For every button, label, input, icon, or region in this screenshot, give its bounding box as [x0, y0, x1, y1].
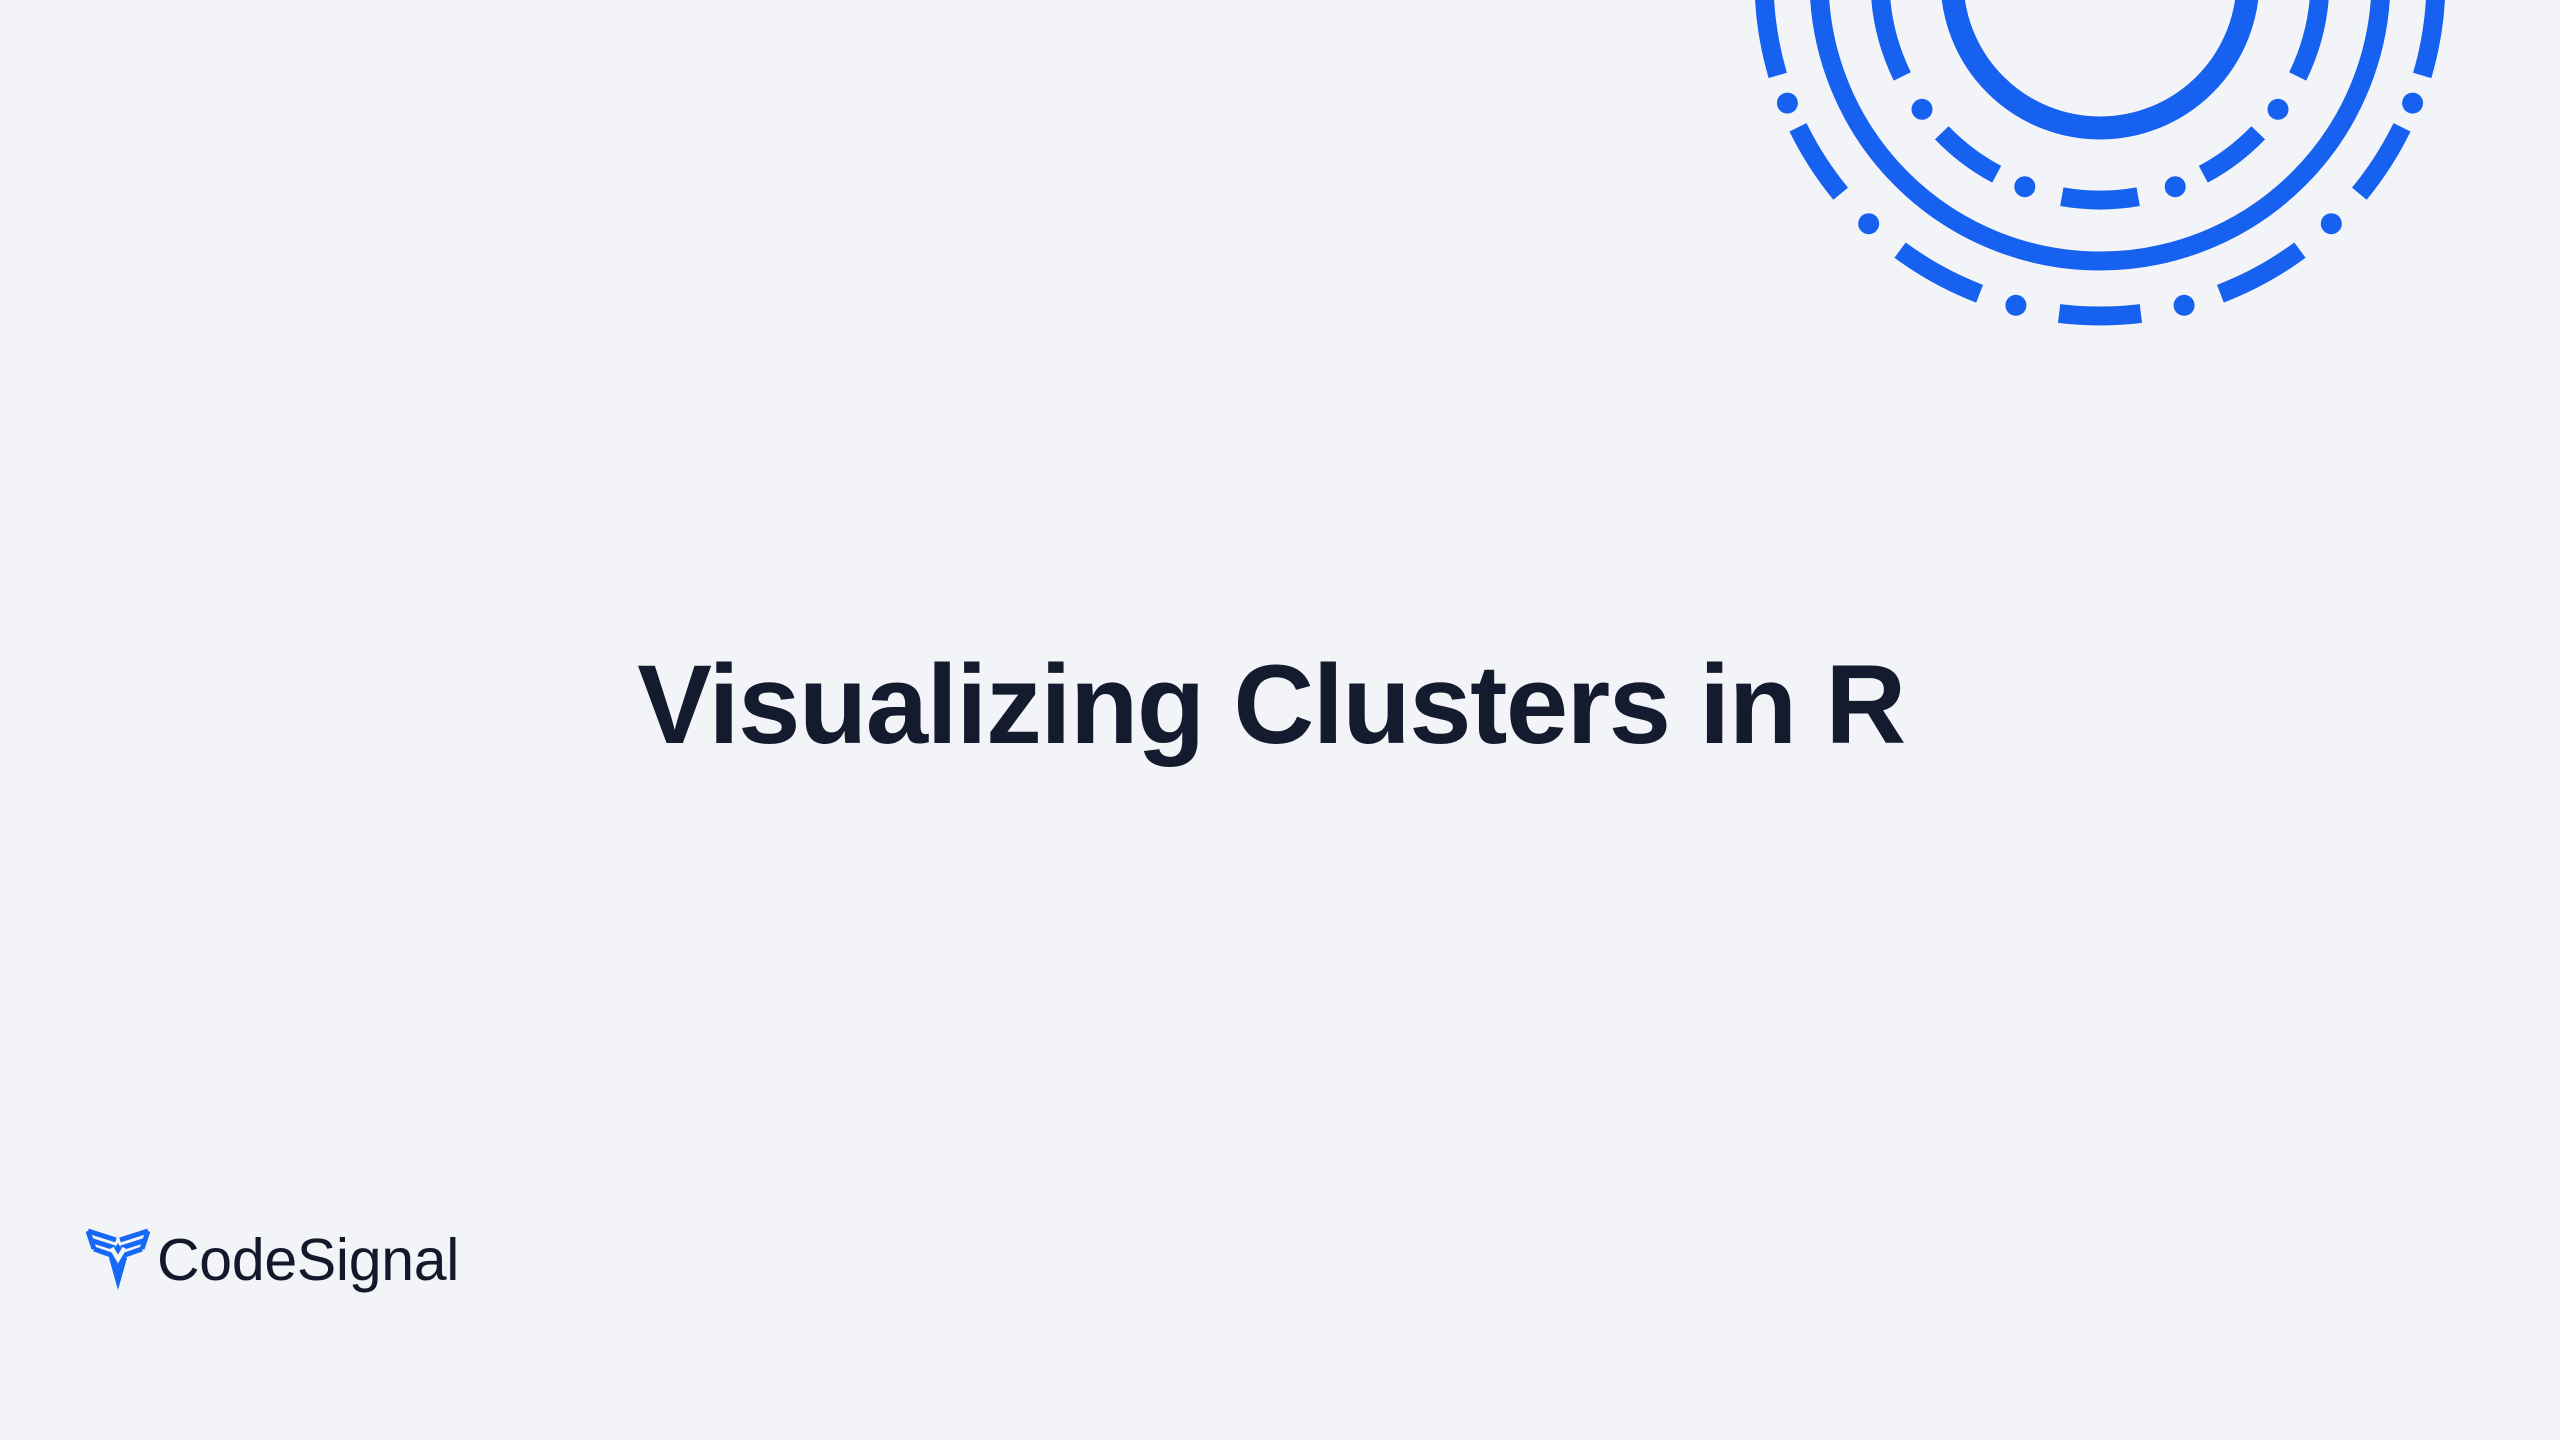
- decoration-arcs: [1755, 0, 2445, 326]
- decoration-ring-inner: [1941, 0, 2259, 140]
- page-title: Visualizing Clusters in R: [637, 642, 1906, 767]
- decoration-ring-middle: [1810, 0, 2390, 271]
- codesignal-wings-icon: [86, 1228, 150, 1290]
- codesignal-logo: CodeSignal: [86, 1228, 459, 1292]
- codesignal-logo-text: CodeSignal: [157, 1227, 460, 1293]
- decoration-dots: [1776, 92, 2424, 316]
